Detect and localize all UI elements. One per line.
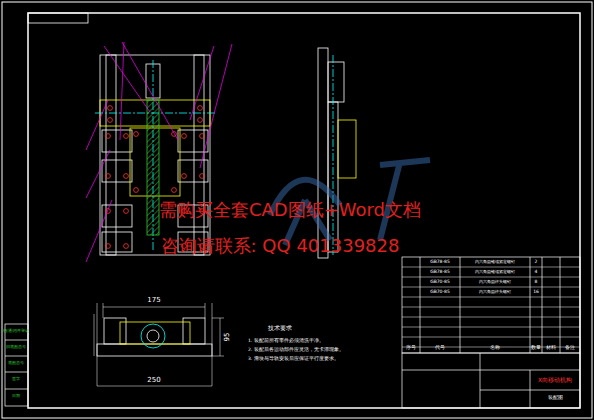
table-row-line	[402, 277, 580, 278]
table-row-line	[402, 297, 580, 298]
table-cell: 内六角圆锥端紧定螺钉	[475, 270, 515, 275]
note: 1. 装配前所有零件必须清洗干净。	[248, 339, 324, 344]
table-cell: 内六角圆柱头螺钉	[479, 280, 511, 285]
corner-box	[28, 13, 88, 23]
left-strip	[5, 324, 28, 406]
table-rows	[402, 267, 580, 347]
table-header: 材料	[546, 346, 556, 351]
table-cell: GB78-85	[430, 260, 450, 265]
table-row-line	[402, 307, 580, 308]
lead-screw	[147, 100, 159, 235]
table-row-line	[402, 327, 580, 328]
watermark: 咨询请联系: QQ 401339828	[161, 236, 400, 256]
table-row-line	[402, 287, 580, 288]
bolt-hole	[108, 106, 113, 111]
bolt-hole	[106, 174, 111, 179]
bolt-hole	[172, 188, 177, 193]
bolt-hole	[106, 134, 111, 139]
table-cell: 8	[535, 280, 538, 285]
table-row-line	[402, 337, 580, 338]
table-cell: GB70-85	[430, 280, 450, 285]
bolt-hole	[124, 134, 129, 139]
table-header: 代号	[435, 346, 445, 351]
table-header: 数量	[531, 346, 541, 351]
dimension: 175	[147, 297, 160, 305]
drawing-title: X向移动机构	[538, 377, 572, 384]
drawing-number: 装配图	[548, 395, 563, 401]
table-row-line	[402, 317, 580, 318]
bolt-hole	[134, 132, 139, 137]
bolt-hole	[134, 188, 139, 193]
note: 3. 滑块与导轨安装后应保证平行度要求。	[248, 357, 339, 362]
table-header: 备注	[565, 346, 575, 351]
table-cell: 内六角圆锥端紧定螺钉	[475, 260, 515, 265]
bolt-hole	[198, 106, 203, 111]
bolt-hole	[124, 209, 129, 214]
strip-label: 借(通)用件登记	[3, 330, 30, 334]
bolt-hole	[200, 174, 205, 179]
bolt-hole	[106, 244, 111, 249]
leader-lines	[86, 42, 232, 262]
table-header: 名称	[490, 346, 500, 351]
bolt-hole	[124, 174, 129, 179]
table-cell: GB70-85	[430, 290, 450, 295]
bolt-hole	[108, 118, 113, 123]
bolt-hole	[124, 244, 129, 249]
front-view	[95, 55, 215, 255]
notes-heading: 技术要求	[268, 325, 292, 332]
strip-label: 底图总号	[8, 362, 24, 366]
parts-table	[402, 257, 580, 408]
table-header: 序号	[406, 346, 416, 351]
strip-label: 日期	[12, 395, 20, 399]
table-cell: 2	[535, 260, 538, 265]
table-cell: 4	[535, 270, 538, 275]
plan-view	[94, 303, 224, 386]
table-cell: GB78-85	[430, 270, 450, 275]
note: 2. 装配后各运动部件应灵活，无卡滞现象。	[248, 348, 344, 353]
bolt-hole	[182, 174, 187, 179]
bolt-hole	[182, 134, 187, 139]
watermark: 需购买全套CAD图纸+Word文档	[159, 200, 421, 220]
table-cell: 16	[533, 290, 539, 295]
frame-border	[28, 13, 580, 408]
bolt-hole	[198, 118, 203, 123]
table-row-line	[402, 267, 580, 268]
dimension: 95	[224, 333, 232, 342]
strip-label: 旧底图总号	[6, 346, 26, 350]
dimension: 250	[147, 377, 160, 385]
table-cell: 内六角圆柱头螺钉	[479, 290, 511, 295]
strip-label: 签字	[12, 378, 20, 382]
bolt-hole	[200, 134, 205, 139]
